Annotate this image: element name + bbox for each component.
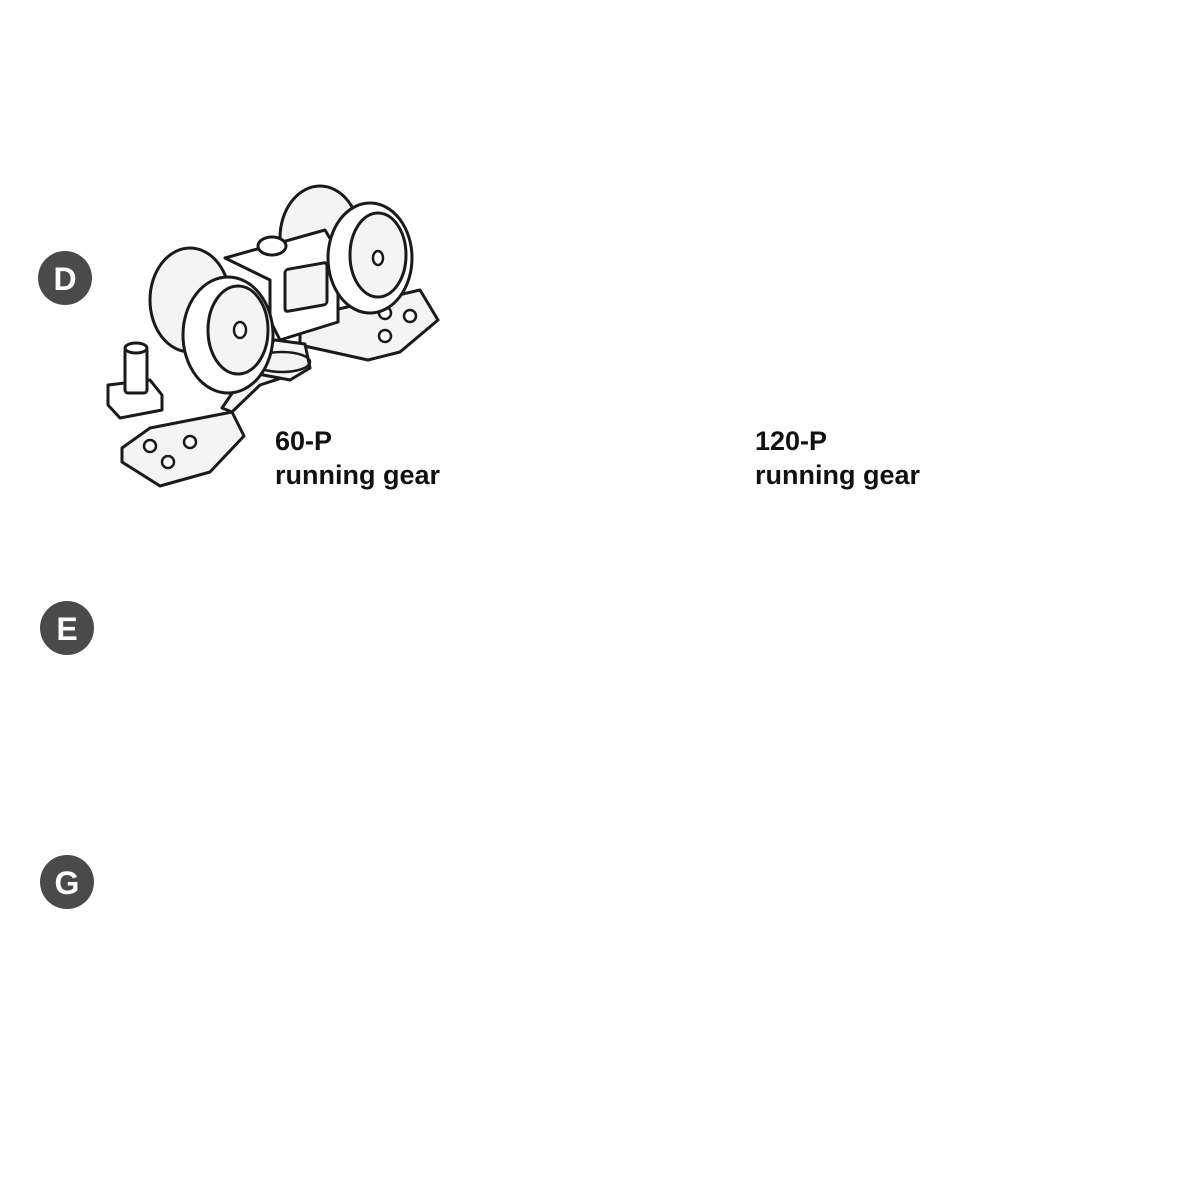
badge-e: E: [40, 601, 94, 655]
running-gear-60p-illustration: [106, 184, 440, 488]
badge-g-letter: G: [55, 865, 80, 901]
badge-d: D: [38, 251, 92, 305]
caption-60p-model: 60-P: [275, 426, 333, 456]
badge-e-letter: E: [56, 611, 77, 647]
badge-d-letter: D: [53, 261, 76, 297]
caption-120p-desc: running gear: [755, 460, 921, 490]
badge-g: G: [40, 855, 94, 909]
caption-120p: 120-P running gear: [755, 424, 920, 492]
caption-60p-desc: running gear: [275, 460, 441, 490]
caption-60p: 60-P running gear: [275, 424, 440, 492]
caption-120p-model: 120-P: [755, 426, 828, 456]
